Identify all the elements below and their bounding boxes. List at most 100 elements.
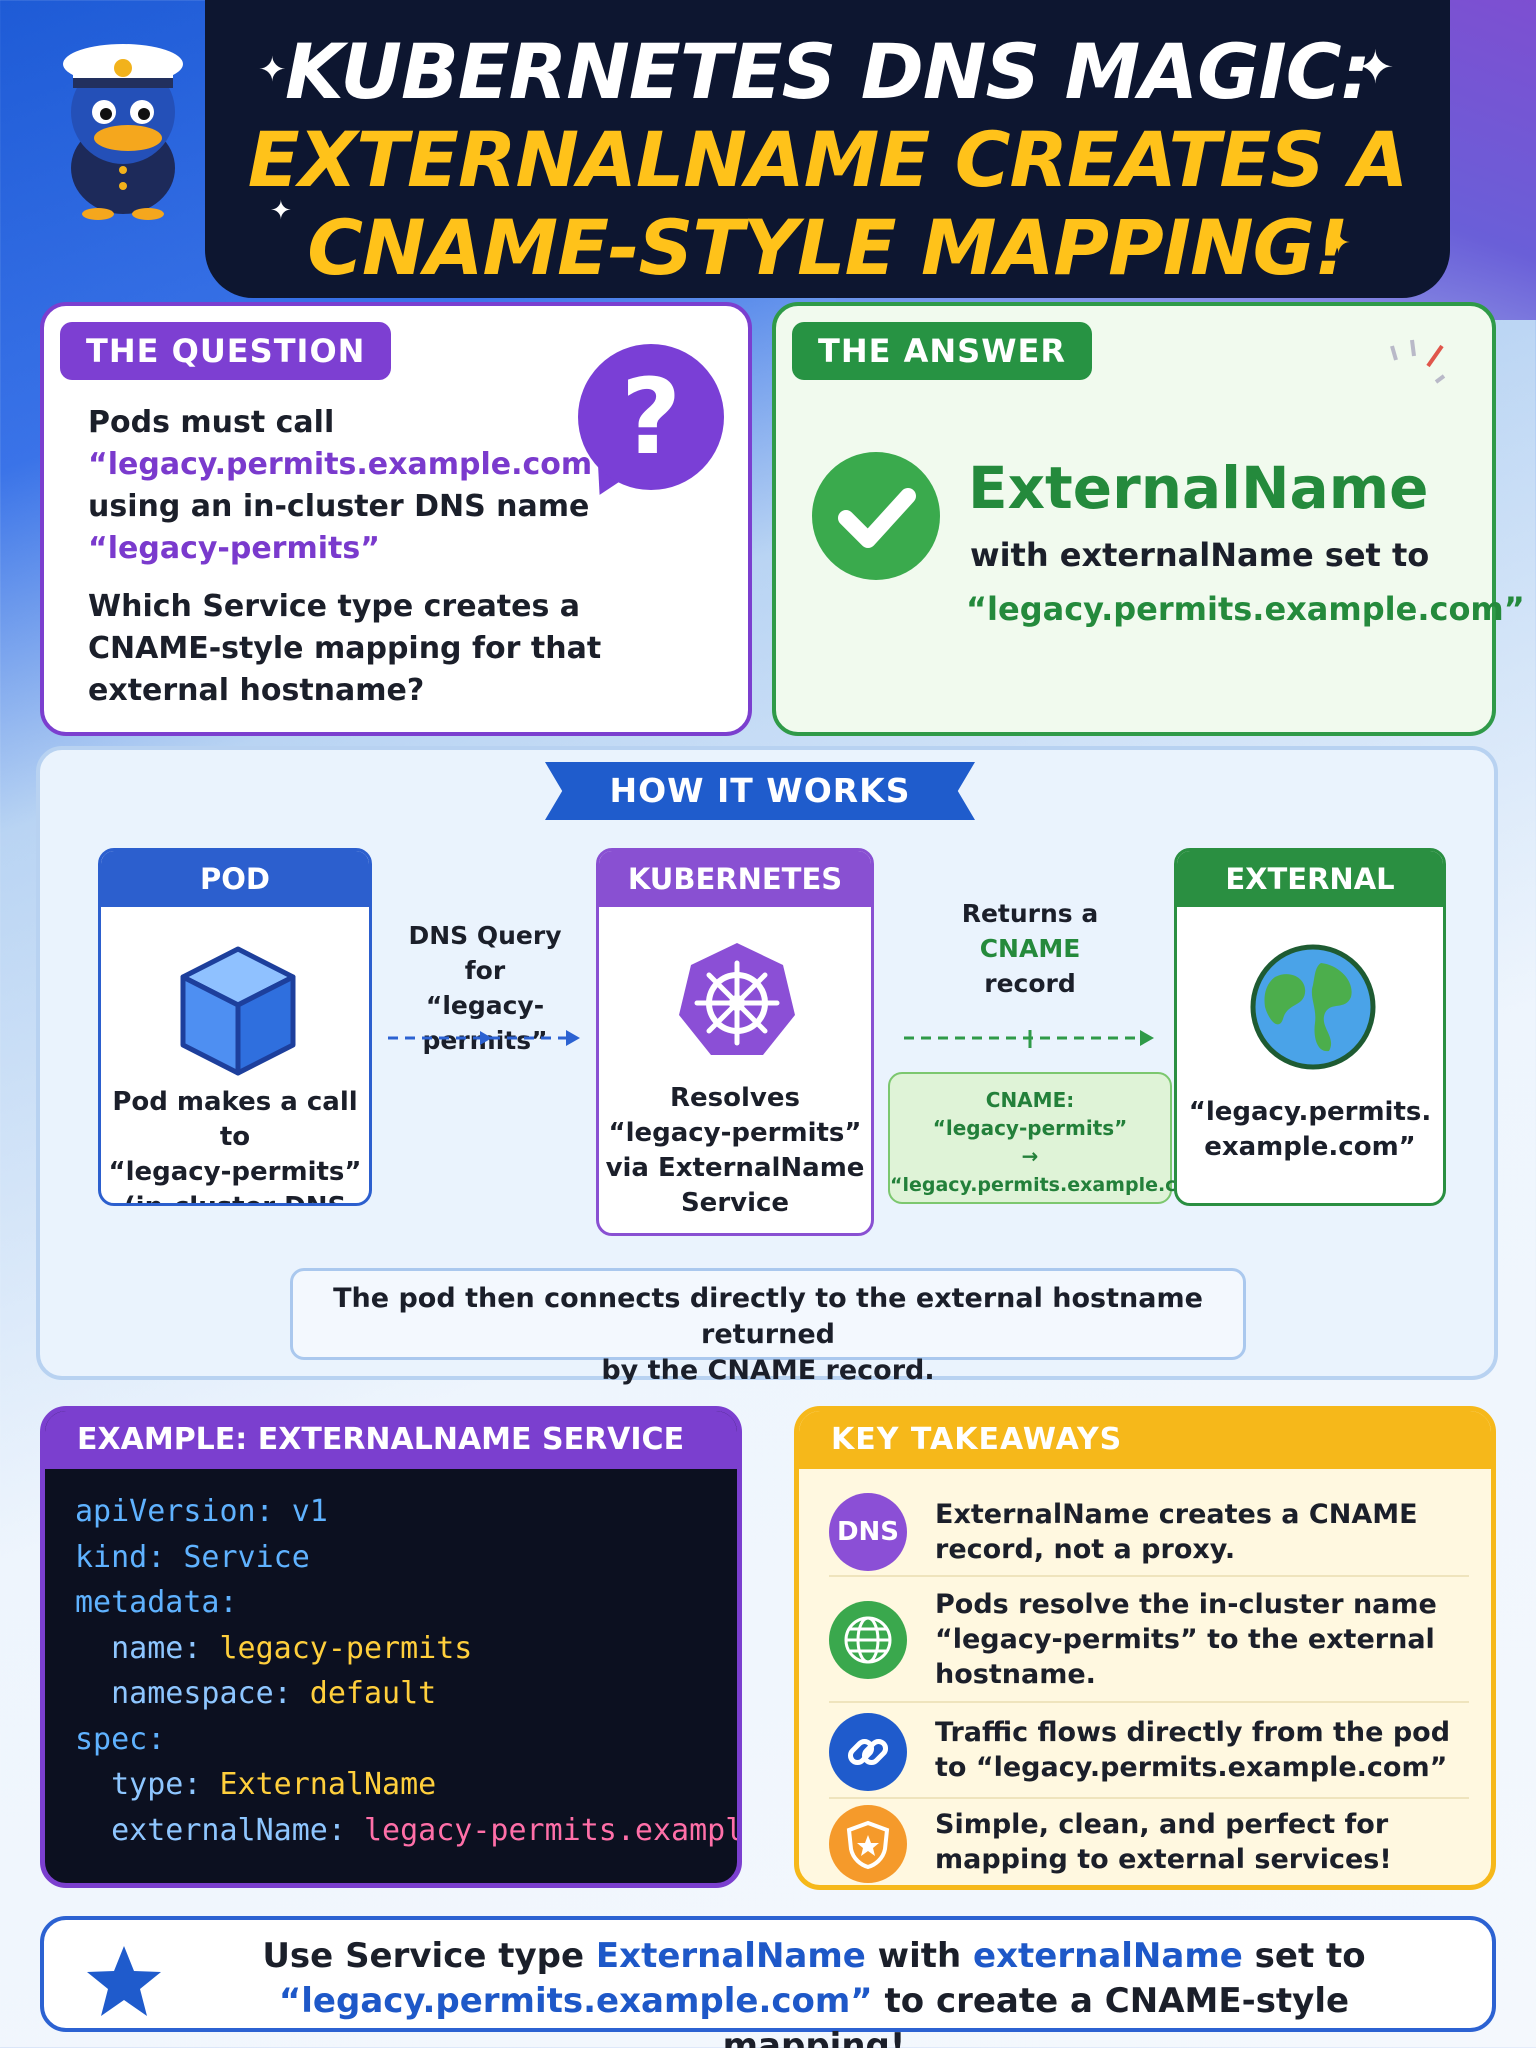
takeaway-item: Simple, clean, and perfect for mapping t…: [829, 1803, 1469, 1885]
dns-node-header: KUBERNETES DNS: [599, 851, 871, 952]
code-value: legacy-permits: [201, 1630, 473, 1666]
question-line: using an in-cluster DNS name: [88, 489, 590, 524]
cname-line: “legacy.permits.example.com”: [890, 1174, 1222, 1196]
ext-node-header: EXTERNAL HOST: [1177, 851, 1443, 952]
query-line: for: [464, 956, 506, 985]
question-hostname: “legacy.permits.example.com”: [88, 447, 612, 482]
code-panel-header: EXAMPLE: EXTERNALNAME SERVICE: [45, 1411, 737, 1469]
sparkle-icon: ✦: [258, 50, 287, 90]
code-key: type:: [111, 1767, 202, 1802]
takeaway-text: ExternalName creates a CNAME record, not…: [935, 1499, 1418, 1565]
cube-icon: [180, 946, 296, 1076]
confetti-icon: [1390, 339, 1446, 384]
takeaway-item: Pods resolve the in-cluster name “legacy…: [829, 1581, 1469, 1703]
takeaways-header: KEY TAKEAWAYS: [799, 1411, 1491, 1469]
code-line: metadata:: [75, 1580, 737, 1626]
helm-wheel-icon: [679, 943, 795, 1055]
code-value: default: [291, 1676, 437, 1711]
returns-line: CNAME: [979, 934, 1081, 963]
answer-value: “legacy.permits.example.com”: [966, 590, 1525, 628]
question-prompt: Which Service type creates a CNAME-style…: [88, 589, 602, 708]
pod-text-line: (in-cluster DNS name): [124, 1192, 346, 1203]
ext-text-line: example.com”: [1204, 1132, 1416, 1162]
title-banner: KUBERNETES DNS MAGIC: EXTERNALNAME CREAT…: [205, 0, 1450, 298]
question-text: Pods must call “legacy.permits.example.c…: [88, 402, 612, 728]
code-key: kind:: [75, 1539, 166, 1575]
how-it-works-ribbon: HOW IT WORKS: [545, 762, 975, 820]
code-value: legacy-permits.examples.m: [363, 1812, 742, 1848]
dns-badge-icon: DNS: [829, 1493, 907, 1571]
answer-subtitle: with externalName set to: [970, 536, 1430, 574]
summary-highlight: “legacy.permits.example.com”: [278, 1981, 873, 2021]
pod-node: POD Pod makes a call to “legacy-permits”…: [98, 848, 372, 1206]
connection-note: The pod then connects directly to the ex…: [290, 1268, 1246, 1386]
takeaway-text: Simple, clean, and perfect for mapping t…: [935, 1809, 1392, 1875]
takeaway-text: Traffic flows directly from the pod to “…: [935, 1717, 1451, 1783]
returns-line: Returns a: [961, 899, 1099, 928]
summary-part: Use Service type: [262, 1936, 596, 1976]
cname-record-box: CNAME: “legacy-permits” → “legacy.permit…: [888, 1072, 1222, 1204]
code-line: type: ExternalName: [75, 1762, 737, 1808]
code-line: kind: Service: [75, 1535, 737, 1581]
takeaway-text: Pods resolve the in-cluster name “legacy…: [935, 1589, 1437, 1690]
answer-tag: THE ANSWER: [792, 322, 1092, 380]
pod-node-text: Pod makes a call to “legacy-permits” (in…: [101, 1085, 369, 1203]
query-line: “legacy-permits”: [422, 991, 548, 1055]
code-key: externalName:: [111, 1812, 346, 1848]
dns-text-line: “legacy-permits”: [608, 1118, 862, 1148]
sparkle-icon: ✦: [270, 196, 292, 226]
pod-text-line: “legacy-permits”: [108, 1157, 362, 1187]
kubernetes-dns-node: KUBERNETES DNS Resolves “legacy-permits”…: [596, 848, 874, 1236]
returns-line: record: [984, 969, 1076, 998]
duck-mascot-icon: [63, 44, 183, 220]
takeaway-item: Traffic flows directly from the pod to “…: [829, 1707, 1469, 1799]
dns-node-text: Resolves “legacy-permits” via ExternalNa…: [599, 1081, 871, 1221]
summary-text: Use Service type ExternalName with exter…: [184, 1934, 1444, 2048]
code-value: Service: [165, 1539, 310, 1575]
pod-text-line: Pod makes a call to: [112, 1087, 358, 1152]
note-line: by the CNAME record.: [601, 1355, 935, 1386]
question-mark-icon: ?: [578, 344, 724, 490]
check-icon: [812, 452, 940, 580]
title-line-3: CNAME-STYLE MAPPING!: [307, 203, 1348, 292]
code-line: name: legacy-permits: [75, 1626, 737, 1672]
cname-line: CNAME:: [985, 1088, 1075, 1112]
code-value: ExternalName: [201, 1767, 437, 1802]
dns-text-line: Resolves: [670, 1083, 800, 1113]
sparkle-icon: ✦: [1326, 226, 1352, 261]
sparkle-icon: ✦: [1356, 40, 1395, 94]
answer-title: ExternalName: [968, 454, 1429, 522]
question-panel: THE QUESTION Pods must call “legacy.perm…: [40, 302, 752, 736]
code-key: metadata:: [75, 1585, 238, 1620]
ext-text-line: “legacy.permits.: [1188, 1097, 1432, 1127]
title-line-2: EXTERNALNAME CREATES A: [247, 115, 1409, 204]
code-line: apiVersion: v1: [75, 1489, 737, 1535]
code-value: v1: [273, 1494, 328, 1529]
link-icon: [829, 1713, 907, 1791]
takeaway-item: DNS ExternalName creates a CNAME record,…: [829, 1487, 1469, 1577]
code-line: externalName: legacy-permits.examples.m: [75, 1808, 737, 1854]
summary-banner: Use Service type ExternalName with exter…: [40, 1916, 1496, 2048]
dns-query-label: DNS Query for “legacy-permits”: [380, 918, 590, 1058]
cname-line: “legacy-permits”: [932, 1116, 1128, 1140]
key-takeaways-panel: KEY TAKEAWAYS DNS ExternalName creates a…: [794, 1406, 1496, 1890]
returns-cname-label: Returns a CNAME record: [920, 896, 1140, 1001]
question-tag: THE QUESTION: [60, 322, 392, 380]
code-line: spec:: [75, 1717, 737, 1763]
summary-highlight: ExternalName: [595, 1936, 866, 1976]
external-host-node: EXTERNAL HOST “legacy.permits. example.c…: [1174, 848, 1446, 1206]
arrow-right-icon: [904, 1030, 1154, 1048]
star-icon: [87, 1946, 161, 2016]
shield-icon: [829, 1805, 907, 1883]
summary-highlight: externalName: [973, 1936, 1243, 1976]
globe-icon: [1250, 944, 1376, 1070]
summary-part: to create a CNAME-style mapping!: [722, 1981, 1350, 2048]
code-key: name:: [111, 1630, 202, 1666]
globe-icon: [829, 1601, 907, 1679]
code-key: namespace:: [111, 1676, 292, 1711]
ext-node-text: “legacy.permits. example.com”: [1177, 1095, 1443, 1165]
dns-text-line: Service: [680, 1188, 790, 1218]
query-line: DNS Query: [408, 921, 562, 950]
title-line-1: KUBERNETES DNS MAGIC:: [285, 27, 1371, 116]
code-example-panel: EXAMPLE: EXTERNALNAME SERVICE apiVersion…: [40, 1406, 742, 1888]
